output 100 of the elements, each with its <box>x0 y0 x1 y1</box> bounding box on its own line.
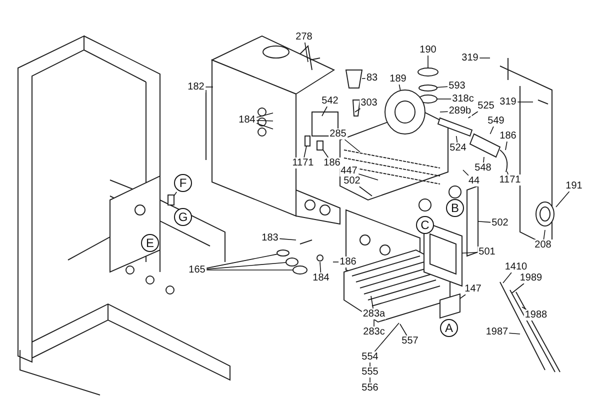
callout-number: 184 <box>312 272 330 284</box>
leader-line <box>512 283 524 294</box>
leader-line <box>468 111 478 118</box>
callout-number: 184 <box>238 114 256 126</box>
grommet-part <box>276 250 290 256</box>
callout-number: 1410 <box>504 262 528 272</box>
callout-number: 285 <box>328 128 348 140</box>
callout-number: 191 <box>564 180 584 192</box>
leader-line <box>256 112 274 118</box>
callout-number: 1171 <box>291 158 315 168</box>
callout-letter: G <box>174 208 192 226</box>
leader-line <box>358 186 372 196</box>
leader-line <box>478 221 492 223</box>
leader-line <box>370 296 374 309</box>
pin-part <box>168 194 174 206</box>
callout-number: 447 <box>340 166 358 176</box>
leader-line <box>436 86 448 88</box>
leader-line <box>456 136 458 143</box>
leader-line <box>522 306 527 310</box>
leader-line <box>460 294 466 299</box>
callout-number: 190 <box>418 44 438 56</box>
leader-line <box>358 174 378 180</box>
leader-line <box>502 272 512 284</box>
leader-line <box>278 238 296 240</box>
callout-number: 593 <box>448 80 466 92</box>
leader-line <box>374 322 400 352</box>
callout-number: 186 <box>322 158 342 168</box>
callout-number: 557 <box>400 336 420 346</box>
leader-line <box>483 156 484 163</box>
leader-line <box>304 42 308 62</box>
leader-line <box>206 254 278 269</box>
callout-number: 554 <box>360 352 380 362</box>
callout-number: 555 <box>360 366 380 378</box>
gasket-ring <box>418 84 438 92</box>
callout-letter: C <box>416 216 434 234</box>
leader-line <box>320 262 322 273</box>
grommet-part <box>286 258 298 266</box>
callout-number: 1987 <box>484 326 510 338</box>
callout-number: 502 <box>342 176 362 186</box>
leader-line <box>344 139 360 152</box>
sleeve-part <box>469 133 501 158</box>
callout-number: 83 <box>365 72 379 84</box>
callout-number: 556 <box>360 382 380 394</box>
leader-line <box>543 230 546 240</box>
leader-line <box>322 150 329 158</box>
leader-line <box>322 106 328 116</box>
leader-line <box>506 171 508 175</box>
callout-number: 1171 <box>498 174 522 186</box>
callout-number: 502 <box>490 218 510 228</box>
callout-number: 548 <box>474 162 492 174</box>
leader-line <box>462 252 478 254</box>
callout-number: 147 <box>464 284 482 294</box>
leader-line <box>490 126 494 134</box>
clip-part <box>316 140 324 150</box>
callout-number: 186 <box>498 130 518 142</box>
callout-number: 524 <box>448 142 468 154</box>
cap-part <box>418 68 438 76</box>
callout-letter: F <box>174 174 192 192</box>
callout-number: 303 <box>360 98 378 108</box>
callout-number: 208 <box>534 240 552 250</box>
leader-line <box>304 146 307 158</box>
callout-number: 183 <box>260 232 280 244</box>
callout-letter: A <box>440 319 458 337</box>
leader-line <box>398 84 401 90</box>
callout-number: 549 <box>486 116 506 126</box>
screw-part <box>304 136 310 146</box>
leader-line <box>436 98 452 100</box>
leader-line <box>362 78 366 79</box>
leader-line <box>174 192 177 196</box>
callout-number: 542 <box>320 96 340 106</box>
leader-line <box>256 120 274 122</box>
rod-part <box>437 117 473 137</box>
callout-number: 165 <box>188 264 206 276</box>
callout-number: 186 <box>338 256 358 268</box>
leader-line <box>556 191 570 208</box>
bracket-part <box>440 293 460 319</box>
leader-line <box>354 108 361 112</box>
callout-letter: B <box>446 199 464 217</box>
cable-part <box>500 150 508 172</box>
callout-number: 319 <box>460 52 480 64</box>
leader-line <box>204 86 214 88</box>
leader-line <box>400 324 408 336</box>
gasket-part <box>466 185 478 257</box>
callout-number: 283a <box>362 308 386 320</box>
callout-number: 501 <box>478 246 496 258</box>
leader-line <box>206 262 286 270</box>
leader-line <box>505 141 508 150</box>
leader-line <box>256 122 274 130</box>
fan-housing <box>384 90 426 134</box>
callout-number: 1989 <box>518 272 544 284</box>
callout-number: 283c <box>362 326 386 338</box>
callout-number: 318c <box>451 94 475 104</box>
callout-number: 319 <box>498 96 518 108</box>
leader-line <box>508 332 520 334</box>
callout-number: 289b <box>448 106 472 116</box>
leader-line <box>462 170 469 176</box>
filter-cup <box>345 70 363 88</box>
callout-number: 44 <box>467 176 481 186</box>
callout-number: 525 <box>476 100 496 112</box>
callout-number: 189 <box>388 74 408 84</box>
